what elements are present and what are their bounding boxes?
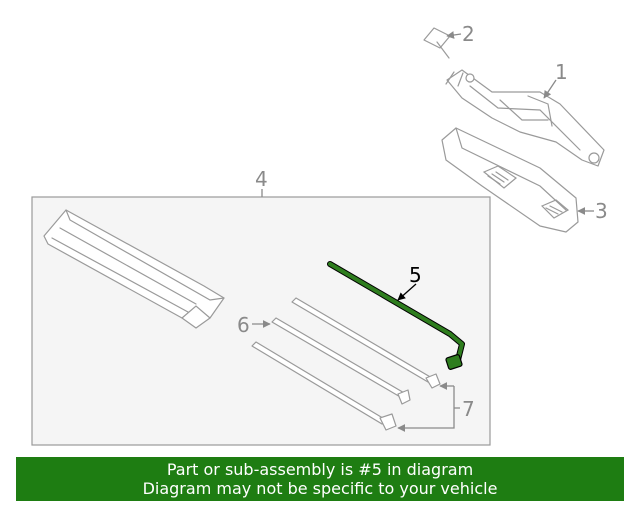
leader-7a [397,386,455,432]
part-5-lug-wrench[interactable] [327,261,465,370]
callout-5: 5 [409,263,422,287]
banner-line-disclaimer: Diagram may not be specific to your vehi… [142,479,498,498]
part-6-extension-rod[interactable] [271,297,441,405]
part-3-jack-holder[interactable] [441,127,579,233]
leader-1 [543,79,557,99]
part-7-extension-bar[interactable] [251,341,397,431]
leader-5 [397,283,417,301]
callout-4: 4 [255,167,268,191]
leader-2 [446,31,462,39]
parts-diagram: 2 1 3 4 6 [31,22,608,446]
callout-2: 2 [462,22,475,46]
part-2-jack-crank[interactable] [423,27,451,59]
banner-line-part: Part or sub-assembly is #5 in diagram [166,460,474,479]
part-1-scissor-jack[interactable] [445,69,605,167]
callout-1: 1 [555,60,568,84]
callout-7: 7 [462,397,475,421]
part-info-banner: Part or sub-assembly is #5 in diagram Di… [16,457,624,501]
callout-6: 6 [237,313,250,337]
tool-bag [43,209,225,329]
callout-3: 3 [595,199,608,223]
